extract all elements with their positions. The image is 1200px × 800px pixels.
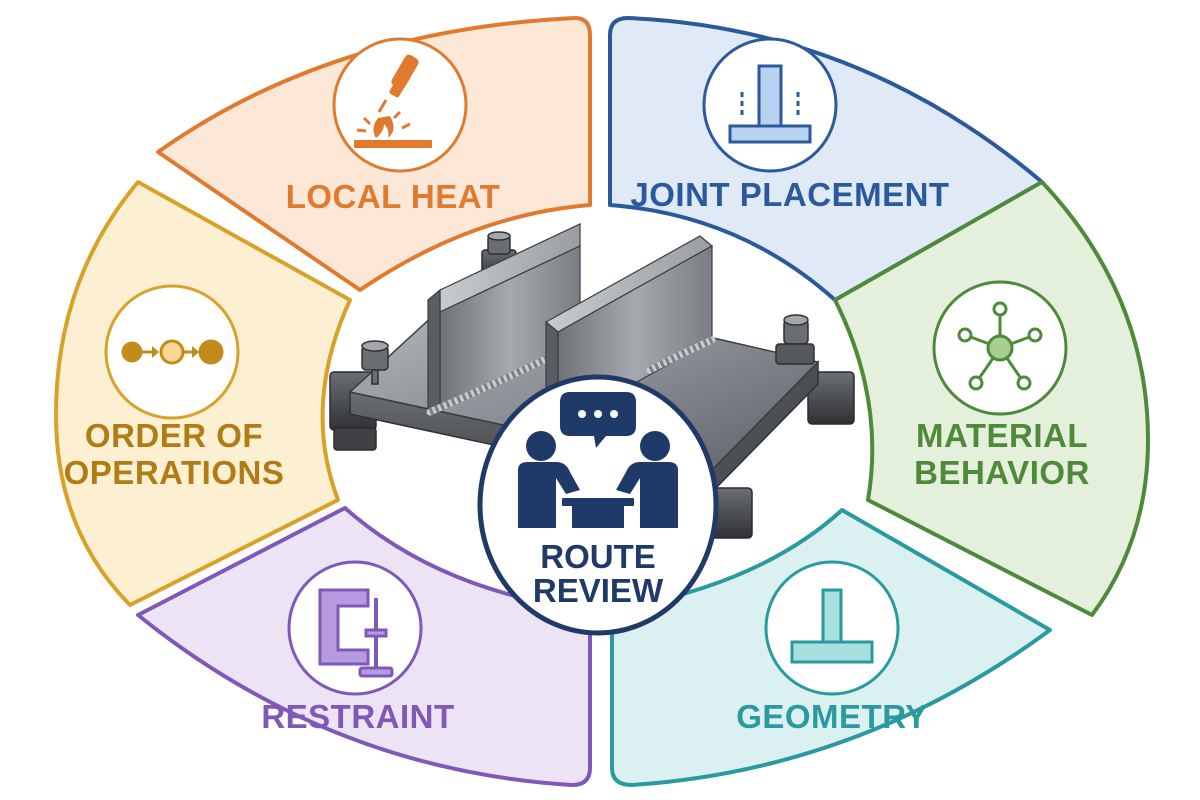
c-clamp-icon [318,588,394,678]
material-behavior-label-line1: MATERIAL [916,417,1088,454]
welding-torch-icon [354,54,432,148]
segment-order-of-operations: ORDER OF OPERATIONS [54,180,352,607]
restraint-icon-circle [287,560,423,696]
team-discussion-icon [518,392,678,528]
segment-restraint: RESTRAINT [136,506,592,787]
joint-placement-label: JOINT PLACEMENT [630,176,949,213]
t-joint-placement-icon [728,64,812,144]
order-of-operations-label-line2: OPERATIONS [64,454,285,491]
local-heat-label: LOCAL HEAT [286,178,501,215]
segment-material-behavior: MATERIAL BEHAVIOR [833,180,1150,617]
route-review-label-line1: ROUTE [540,538,656,575]
t-beam-icon [790,588,874,664]
order-of-operations-label-line1: ORDER OF [85,417,263,454]
segment-joint-placement: JOINT PLACEMENT [608,16,1044,302]
restraint-label: RESTRAINT [261,698,454,735]
segment-geometry: GEOMETRY [610,508,1052,787]
geometry-label: GEOMETRY [736,698,928,735]
material-behavior-label-line2: BEHAVIOR [914,454,1090,491]
route-review-center: ROUTE REVIEW [477,374,719,636]
route-review-label-line2: REVIEW [533,572,664,609]
segment-local-heat: LOCAL HEAT [156,16,592,292]
molecule-network-icon [957,301,1043,391]
local-heat-icon-circle [332,37,468,173]
sequence-steps-icon [121,339,224,365]
clamp-bolts [361,231,815,385]
